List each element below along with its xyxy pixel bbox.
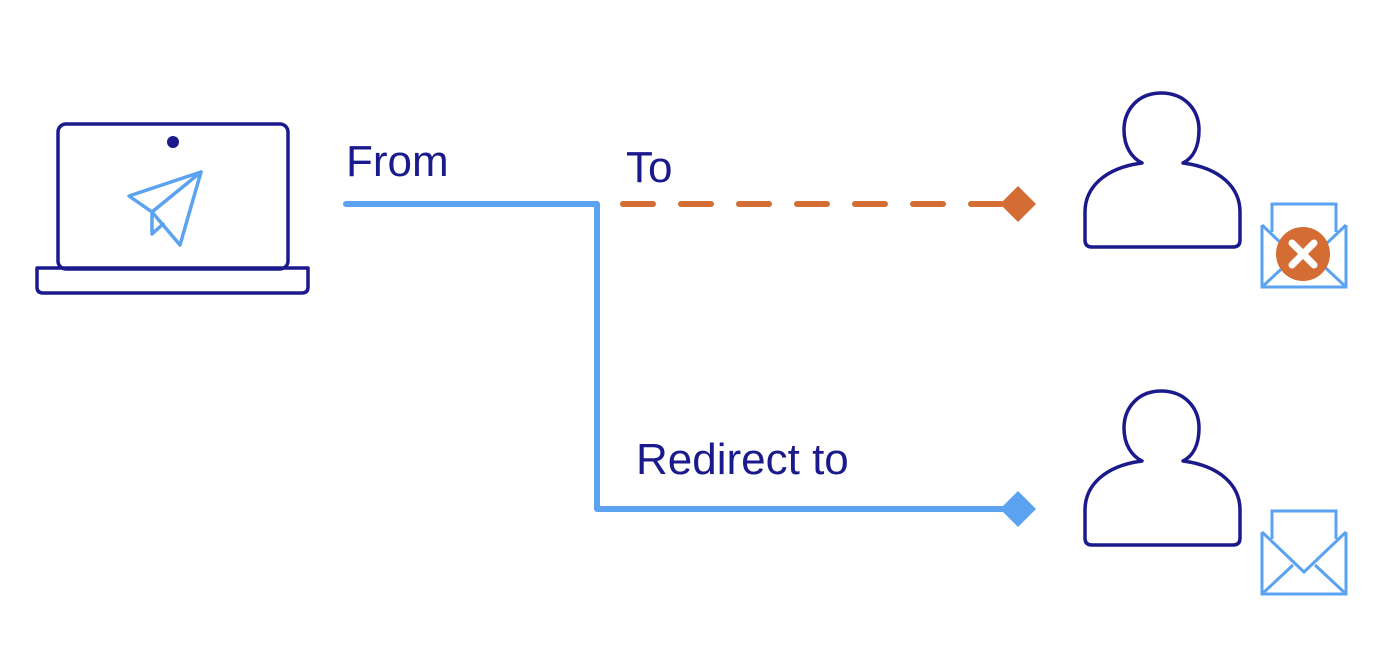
from-connector-line — [343, 201, 1009, 512]
envelope-error-icon — [1260, 202, 1348, 289]
user-icon — [1083, 91, 1242, 249]
x-mark-icon — [1288, 239, 1318, 269]
to-arrow-head — [1000, 186, 1036, 222]
redirect-to-label: Redirect to — [636, 435, 849, 484]
from-label: From — [346, 137, 449, 186]
to-label: To — [626, 143, 673, 192]
paper-plane-icon — [127, 170, 203, 247]
laptop-icon — [35, 122, 310, 295]
user-icon — [1083, 389, 1242, 547]
redirect-arrow-head — [1000, 491, 1036, 527]
laptop-camera — [167, 136, 179, 148]
laptop-base — [35, 266, 310, 295]
envelope-icon — [1260, 509, 1348, 596]
